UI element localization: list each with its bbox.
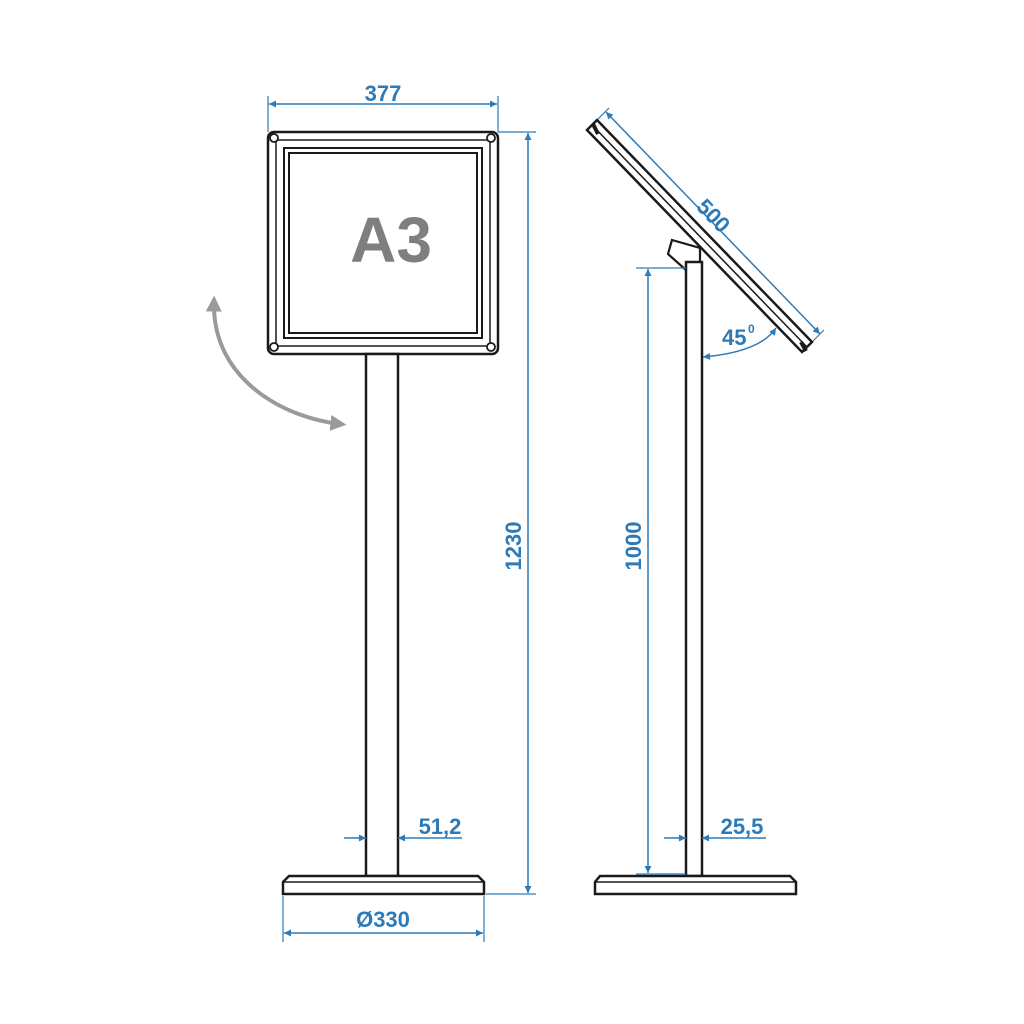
pole-diameter-label: 51,2: [419, 814, 462, 839]
side-view: 500 45 0 1000 25,5: [585, 107, 825, 896]
pole-height-label: 1000: [621, 522, 646, 571]
curved-rotation-arrow-icon: [205, 295, 347, 431]
corner-screw: [269, 133, 279, 143]
dimension-total-height: 1230: [486, 131, 536, 895]
side-frame-end-bottom: [799, 341, 808, 352]
side-frame-end-top: [591, 123, 600, 135]
total-height-label: 1230: [501, 522, 526, 571]
frame-width-label: 377: [365, 81, 402, 106]
format-label: A3: [350, 204, 432, 276]
dimension-frame-length: 500: [597, 107, 825, 342]
dimension-base-diameter: Ø330: [282, 896, 485, 942]
front-frame-rim: [275, 139, 491, 347]
dimension-frame-width: 377: [267, 81, 499, 132]
corner-screw: [486, 342, 496, 352]
front-view: A3 377 1230 51,2: [205, 81, 536, 942]
front-frame-inner-outer: [283, 147, 483, 339]
dimension-pole-height: 1000: [621, 267, 686, 875]
front-base: [281, 874, 486, 896]
base-diameter-label: Ø330: [356, 907, 410, 932]
pole-thickness-label: 25,5: [721, 814, 764, 839]
tilt-angle-label: 45: [722, 325, 746, 350]
corner-screw: [269, 342, 279, 352]
side-base: [593, 874, 798, 896]
corner-screw: [486, 133, 496, 143]
dimension-pole-thickness: 25,5: [664, 814, 766, 842]
dimension-pole-diameter: 51,2: [344, 814, 462, 842]
front-frame-inner: [288, 152, 478, 334]
degree-mark: 0: [748, 322, 755, 336]
front-pole: [364, 352, 400, 878]
side-pole: [684, 260, 704, 878]
dimension-tilt-angle: 45 0: [702, 322, 777, 360]
